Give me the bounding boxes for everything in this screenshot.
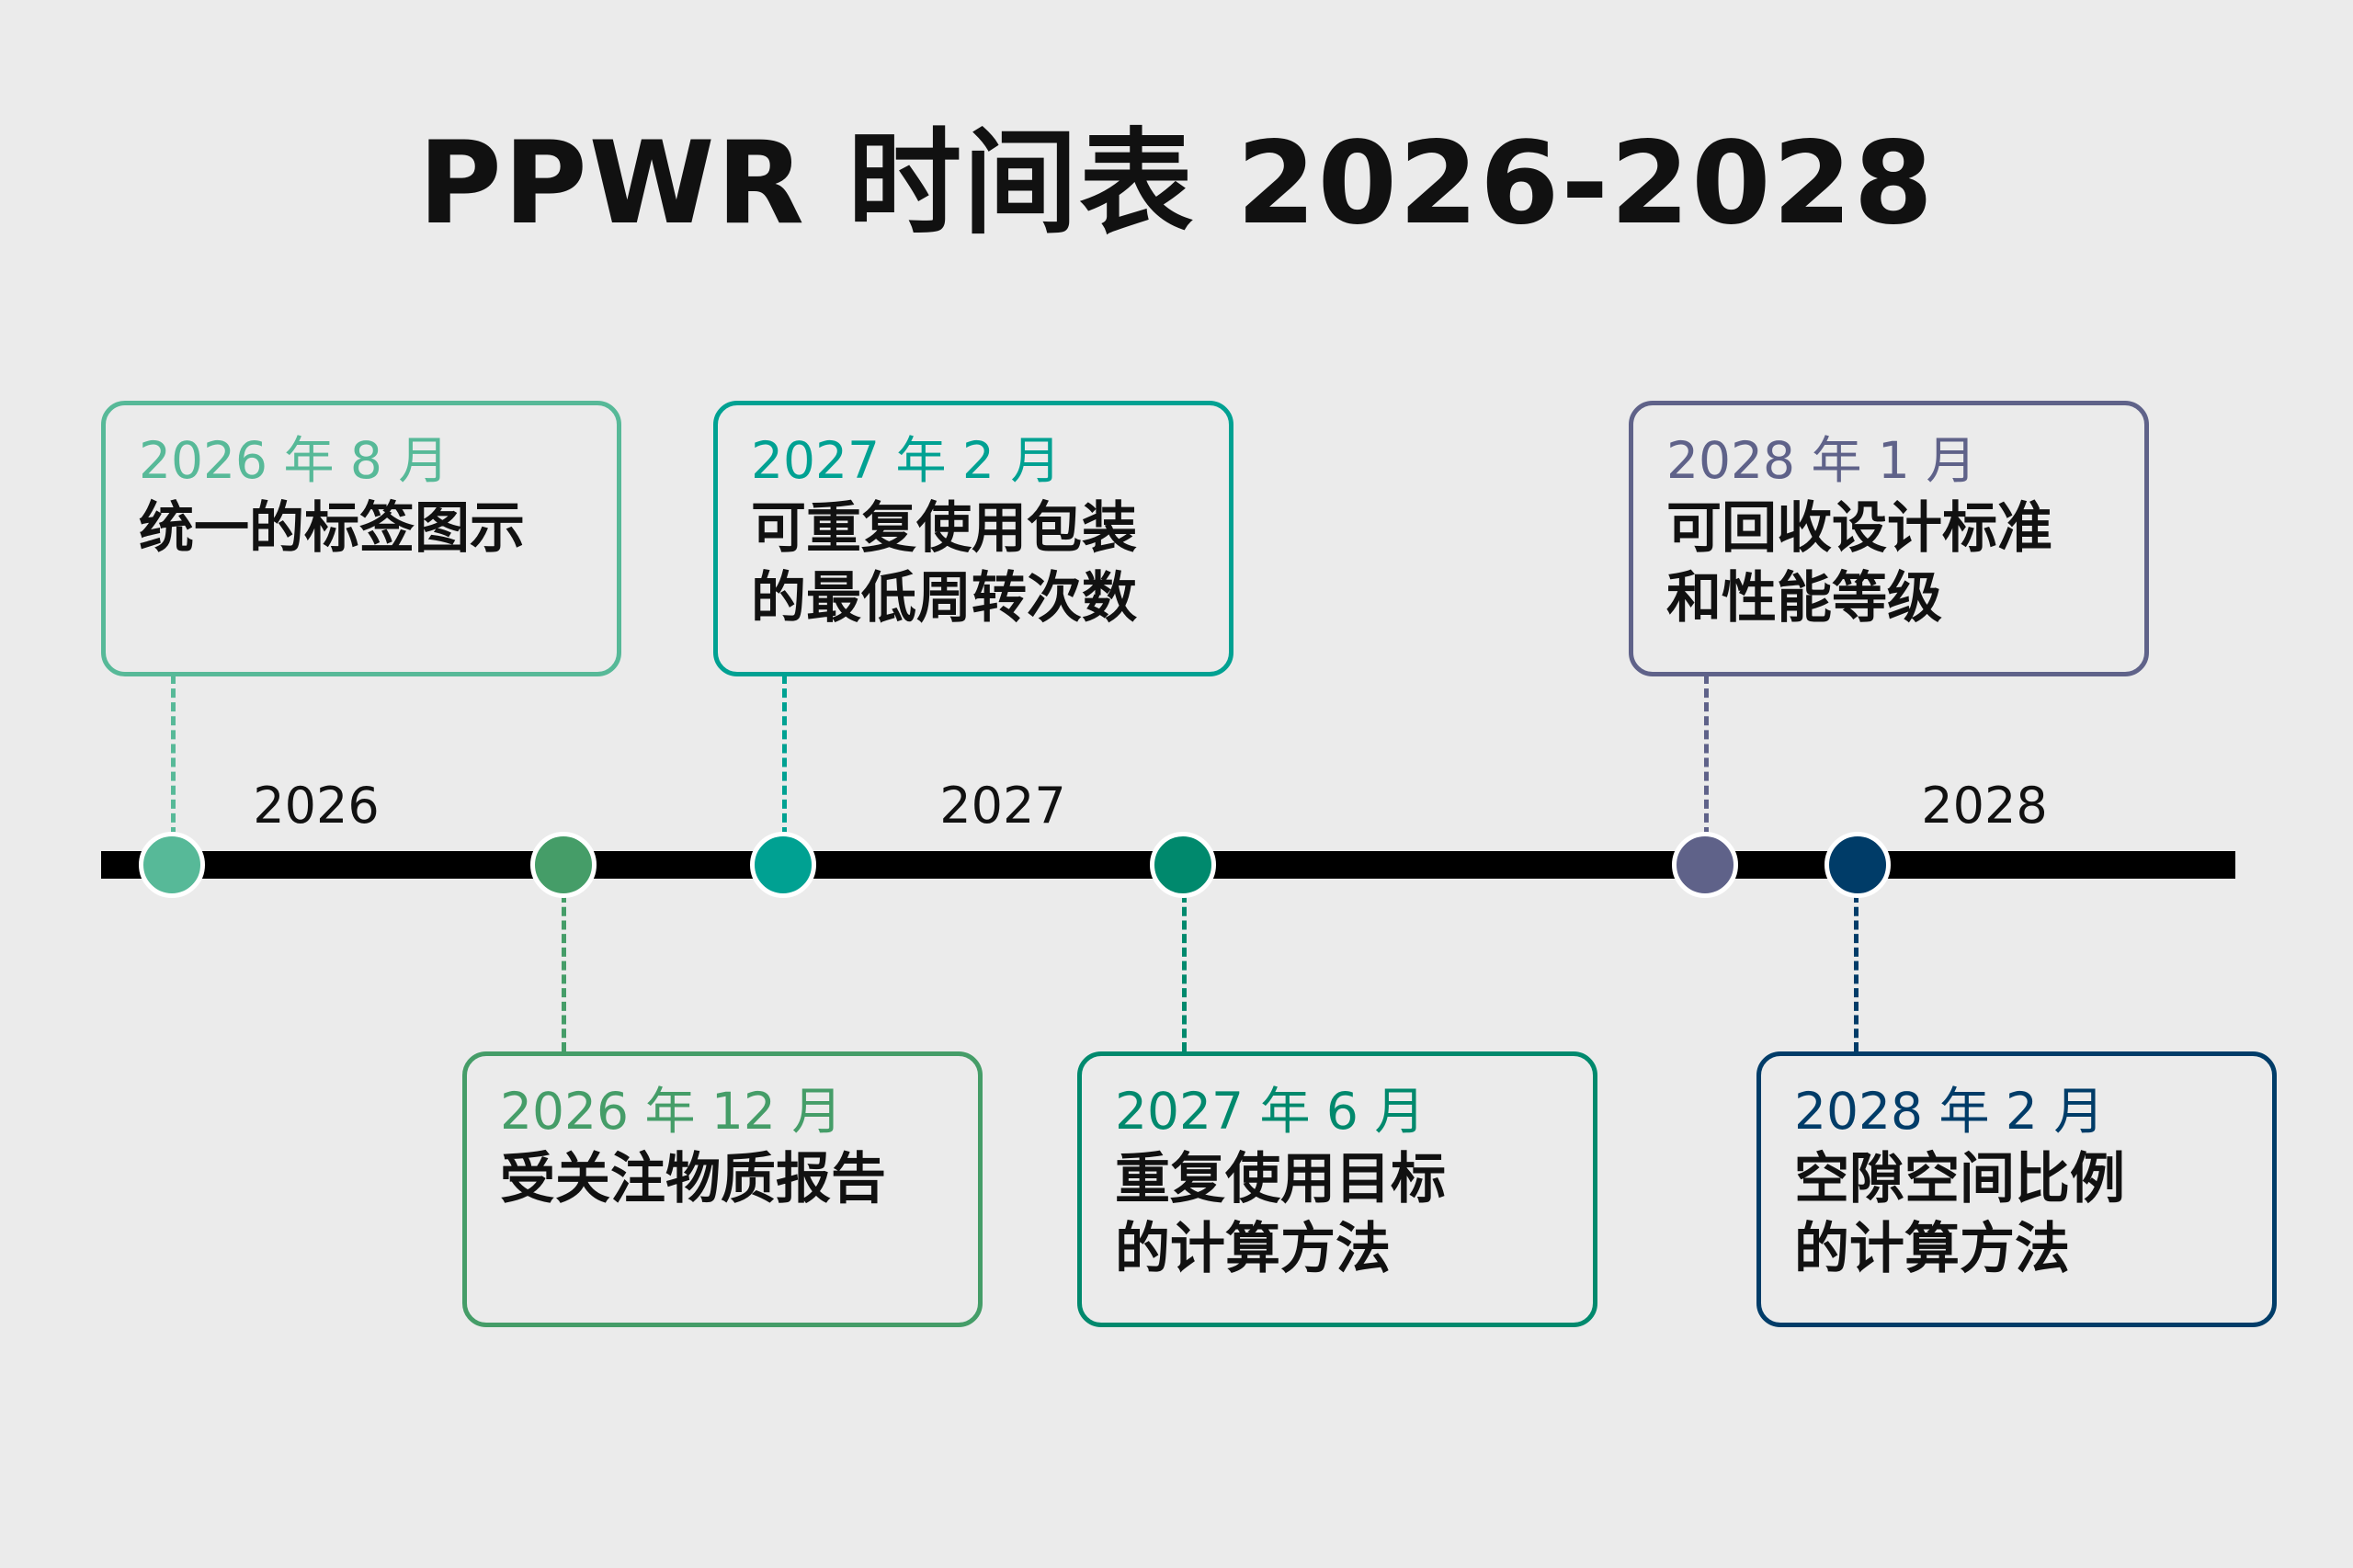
event-connector: [782, 675, 787, 836]
timeline-dot: [139, 832, 205, 898]
event-connector: [1854, 893, 1859, 1051]
year-label-2027: 2027: [939, 777, 1066, 835]
event-date: 2028 年 1 月: [1666, 431, 1977, 490]
timeline-dot: [750, 832, 816, 898]
year-label-2028: 2028: [1921, 777, 2048, 835]
timeline-dot: [530, 832, 597, 898]
event-connector: [1182, 893, 1187, 1051]
timeline-dot: [1672, 832, 1738, 898]
event-date: 2026 年 8 月: [139, 431, 449, 490]
event-description: 统一的标签图示: [139, 496, 525, 561]
event-card: 2028 年 2 月 空隙空间比例 的计算方法: [1756, 1051, 2277, 1327]
event-description: 空隙空间比例 的计算方法: [1794, 1147, 2125, 1281]
event-description: 重复使用目标 的计算方法: [1115, 1147, 1446, 1281]
event-card: 2026 年 12 月 受关注物质报告: [462, 1051, 983, 1327]
event-date: 2026 年 12 月: [500, 1082, 843, 1141]
event-card: 2028 年 1 月 可回收设计标准 和性能等级: [1629, 401, 2149, 676]
year-label-2026: 2026: [253, 777, 380, 835]
event-date: 2028 年 2 月: [1794, 1082, 2105, 1141]
event-date: 2027 年 6 月: [1115, 1082, 1426, 1141]
event-description: 受关注物质报告: [500, 1147, 886, 1211]
event-connector: [171, 675, 176, 836]
event-description: 可回收设计标准 和性能等级: [1666, 496, 2052, 631]
timeline-dot: [1150, 832, 1216, 898]
event-date: 2027 年 2 月: [751, 431, 1062, 490]
event-connector: [562, 893, 566, 1051]
timeline-dot: [1824, 832, 1891, 898]
event-description: 可重复使用包装 的最低周转次数: [751, 496, 1137, 631]
page-title: PPWR 时间表 2026-2028: [417, 118, 1936, 250]
event-card: 2027 年 2 月 可重复使用包装 的最低周转次数: [713, 401, 1233, 676]
event-card: 2027 年 6 月 重复使用目标 的计算方法: [1077, 1051, 1597, 1327]
event-connector: [1704, 675, 1709, 836]
event-card: 2026 年 8 月 统一的标签图示: [101, 401, 621, 676]
